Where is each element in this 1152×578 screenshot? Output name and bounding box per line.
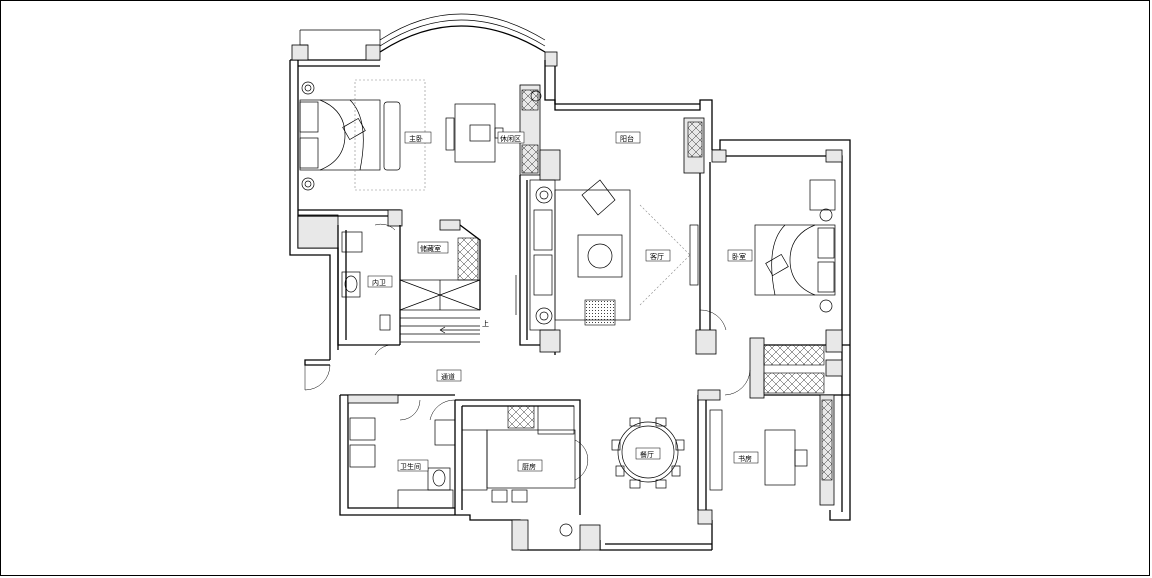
room-label-leisure-area: 休闲区 — [497, 131, 525, 144]
stairs — [399, 279, 481, 343]
dining-table — [611, 417, 685, 489]
room-label-study: 书房 — [733, 451, 759, 464]
stair-steps — [400, 317, 480, 343]
room-label-bedroom: 卧室 — [727, 249, 753, 262]
room-label-inner-bathroom: 内卫 — [367, 275, 393, 288]
outer-walls — [289, 13, 851, 551]
svg-text:书房: 书房 — [738, 454, 752, 463]
svg-text:餐厅: 餐厅 — [640, 450, 654, 459]
room-label-kitchen: 厨房 — [517, 459, 543, 472]
svg-text:休闲区: 休闲区 — [500, 134, 521, 143]
svg-text:主卧: 主卧 — [409, 134, 423, 143]
room-label-balcony: 阳台 — [615, 131, 641, 144]
sofa-set — [529, 179, 699, 331]
room-label-living-room: 客厅 — [645, 249, 671, 262]
room-label-storage-room: 储藏室 — [417, 241, 449, 254]
study-desk — [709, 409, 808, 491]
storage-shelf — [457, 237, 479, 281]
bedroom-bed — [754, 179, 836, 313]
room-label-master-bedroom: 主卧 — [404, 131, 432, 144]
room-label-corridor: 通道 — [436, 369, 462, 382]
interior-walls — [298, 84, 850, 515]
bathroom-fixtures — [349, 417, 456, 509]
svg-text:通道: 通道 — [441, 372, 455, 381]
svg-text:卧室: 卧室 — [732, 252, 746, 261]
stair-up-label: 上 — [482, 319, 489, 328]
room-label-dining-room: 餐厅 — [635, 447, 661, 460]
svg-text:内卫: 内卫 — [372, 278, 386, 287]
room-label-bathroom: 卫生间 — [397, 459, 429, 472]
svg-text:阳台: 阳台 — [620, 134, 634, 143]
doors — [304, 223, 751, 481]
svg-text:储藏室: 储藏室 — [420, 244, 441, 253]
svg-text:厨房: 厨房 — [522, 462, 536, 471]
kitchen-fixtures — [461, 405, 576, 537]
inner-bath-fixtures — [341, 231, 391, 331]
svg-text:卫生间: 卫生间 — [400, 462, 421, 471]
svg-text:客厅: 客厅 — [650, 252, 664, 261]
